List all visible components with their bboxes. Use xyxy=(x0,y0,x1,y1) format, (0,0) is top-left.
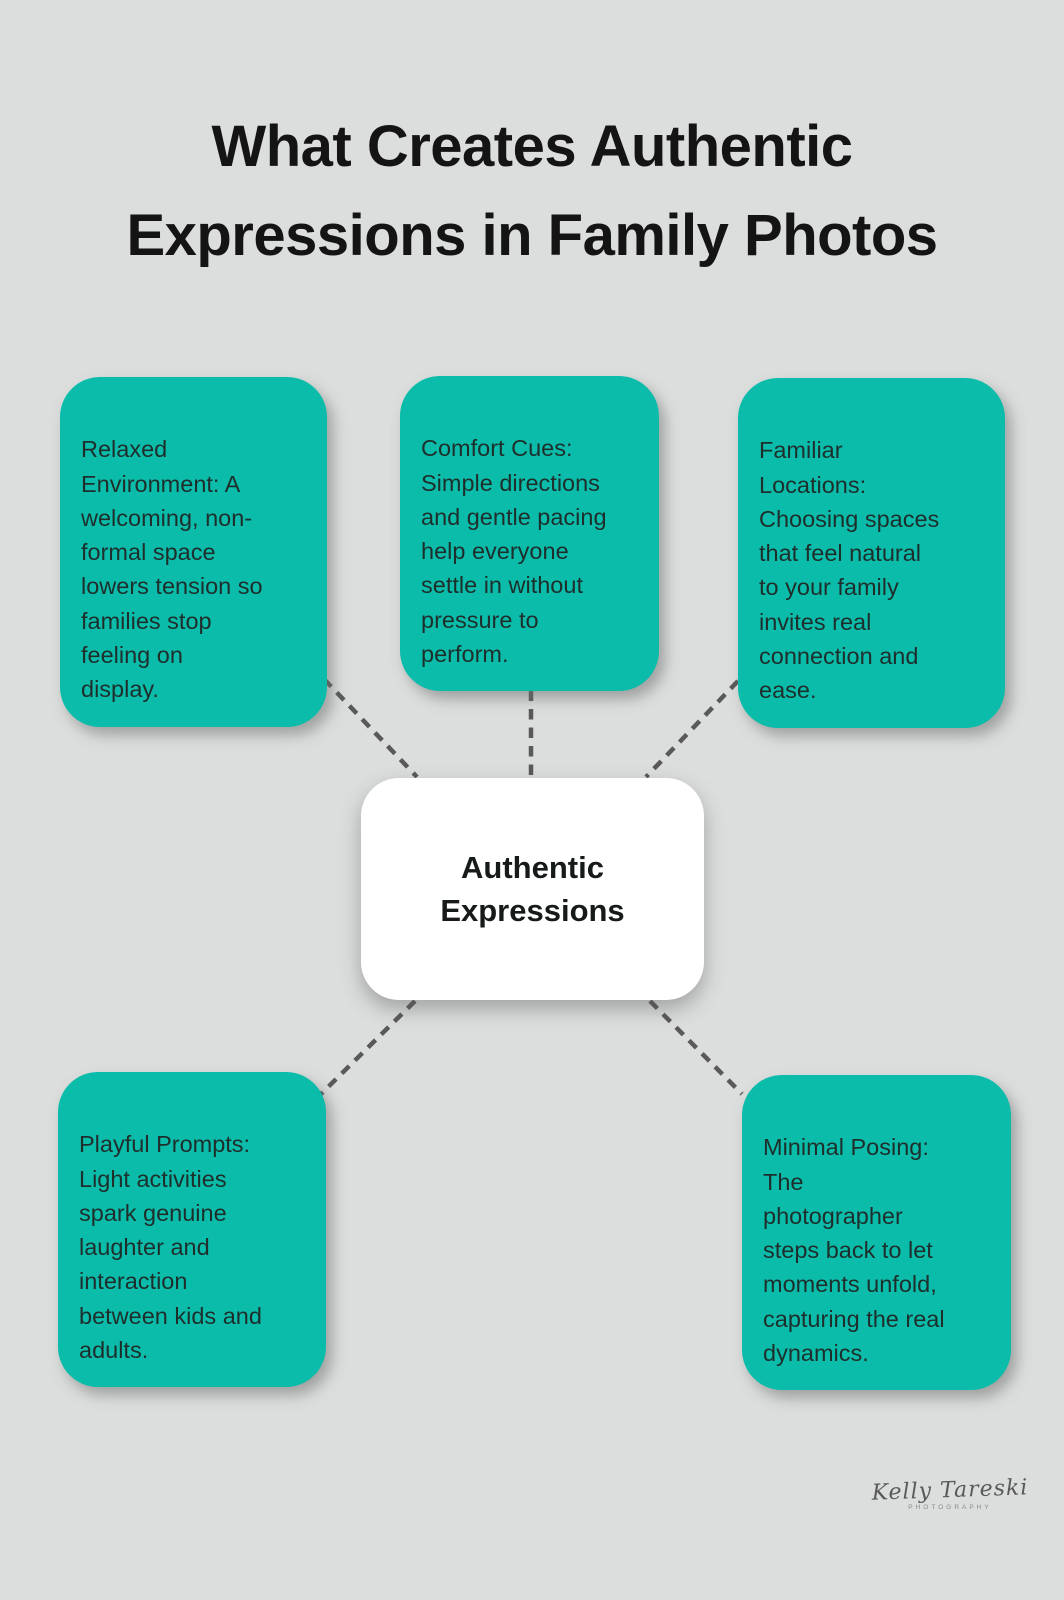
page-title: What Creates Authentic Expressions in Fa… xyxy=(126,114,938,268)
connector-familiar-locations xyxy=(644,679,740,779)
signature-subtitle: PHOTOGRAPHY xyxy=(908,1504,992,1511)
node-comfort-cues: Comfort Cues: Simple directions and gent… xyxy=(400,376,659,692)
photographer-watermark: Kelly Tareski PHOTOGRAPHY xyxy=(860,1475,1040,1511)
connector-relaxed-environment xyxy=(322,677,419,779)
node-minimal-posing: Minimal Posing: The photographer steps b… xyxy=(742,1075,1011,1391)
node-familiar-locations-text: Familiar Locations: Choosing spaces that… xyxy=(759,437,940,704)
signature-text: Kelly Tareski xyxy=(871,1475,1029,1506)
center-node-authentic-expressions: Authentic Expressions xyxy=(361,778,704,1000)
node-playful-prompts: Playful Prompts: Light activities spark … xyxy=(58,1072,326,1388)
node-relaxed-environment: Relaxed Environment: A welcoming, non- f… xyxy=(60,377,327,727)
center-node-label: Authentic Expressions xyxy=(440,850,625,928)
node-comfort-cues-text: Comfort Cues: Simple directions and gent… xyxy=(421,435,607,668)
connector-minimal-posing xyxy=(648,999,744,1096)
connector-playful-prompts xyxy=(319,999,417,1096)
node-playful-prompts-text: Playful Prompts: Light activities spark … xyxy=(79,1131,262,1364)
node-relaxed-environment-text: Relaxed Environment: A welcoming, non- f… xyxy=(81,436,263,703)
node-familiar-locations: Familiar Locations: Choosing spaces that… xyxy=(738,378,1005,728)
node-minimal-posing-text: Minimal Posing: The photographer steps b… xyxy=(763,1134,945,1367)
